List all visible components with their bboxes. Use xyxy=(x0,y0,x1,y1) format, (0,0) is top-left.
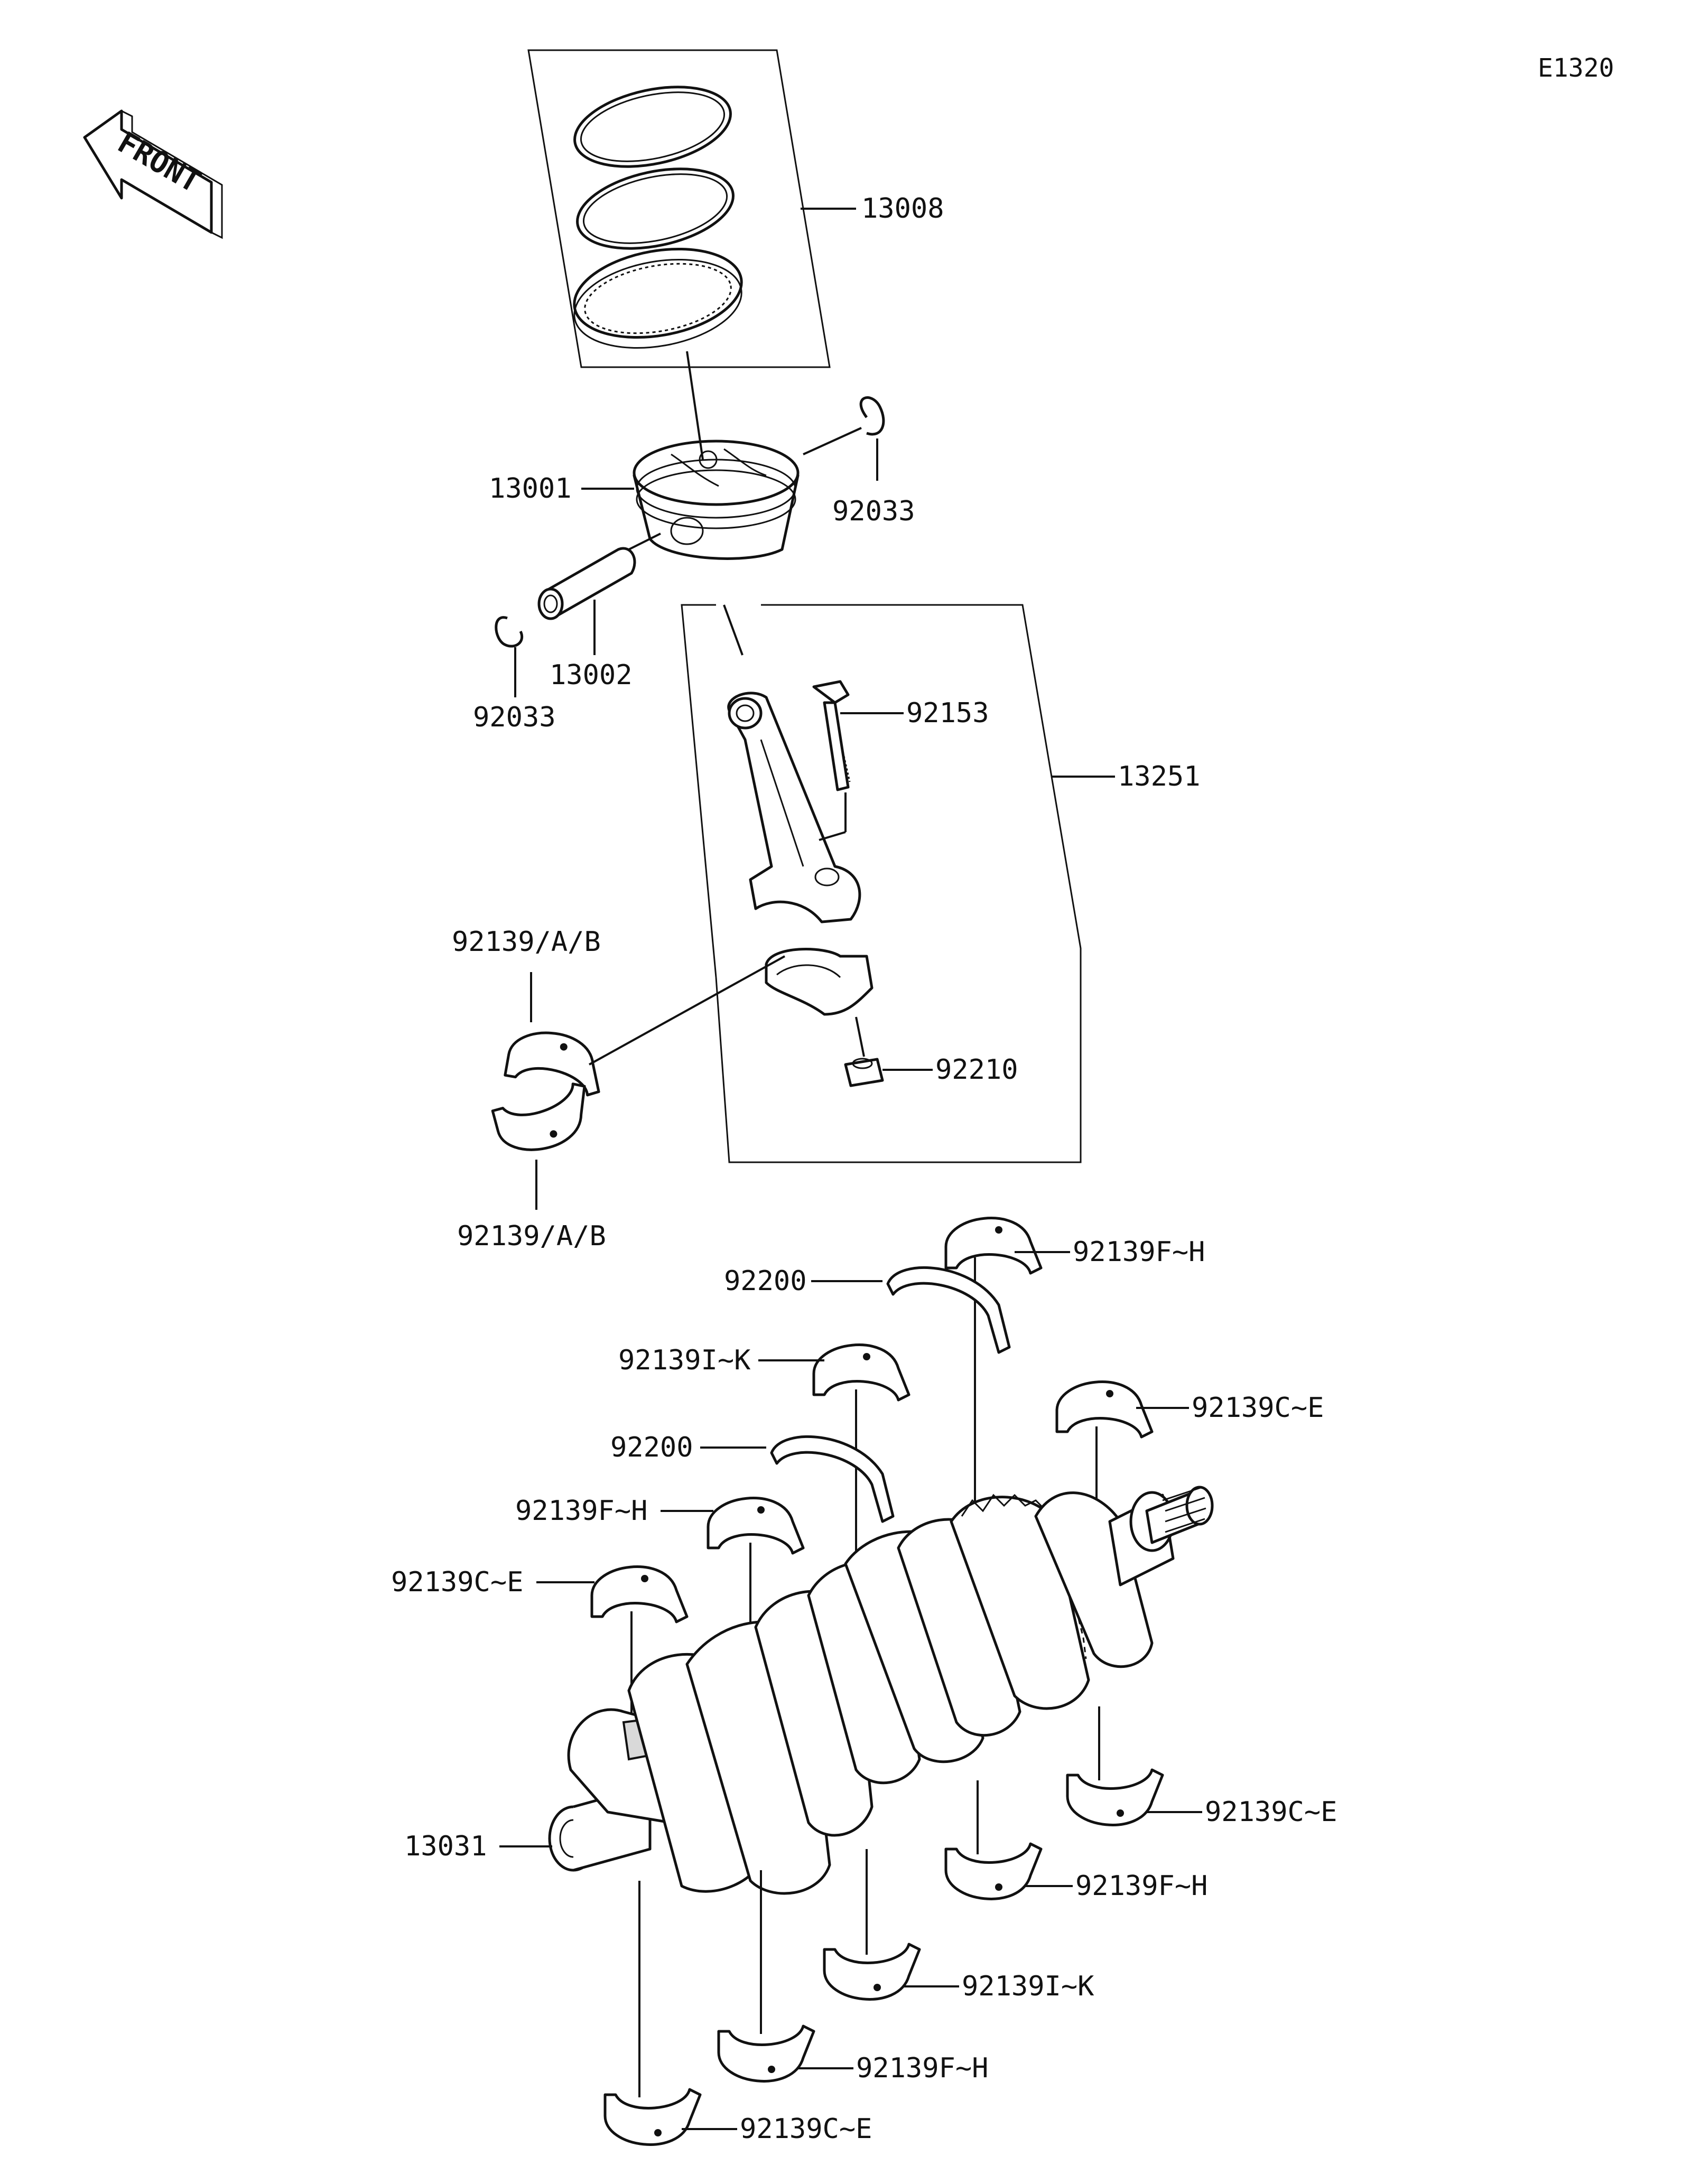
label-92139FH-right-bottom: 92139F~H xyxy=(1075,1870,1207,1902)
label-92139IK-bottom: 92139I~K xyxy=(962,1971,1094,2002)
label-92139AB-upper: 92139/A/B xyxy=(452,926,601,958)
conrod-bolt xyxy=(812,680,851,791)
piston-ring-oil xyxy=(573,247,743,349)
conrod-box xyxy=(715,604,1082,1163)
circlip-right xyxy=(859,396,885,436)
label-92139IK-top: 92139I~K xyxy=(618,1345,751,1376)
label-13002: 13002 xyxy=(550,659,633,691)
piston-ring-box xyxy=(527,49,831,368)
crankshaft xyxy=(548,1486,1214,1895)
main-bearing-ce-right-bottom xyxy=(1067,1770,1163,1825)
main-bearing-ik-bottom xyxy=(824,1944,919,1999)
label-13251: 13251 xyxy=(1118,761,1201,792)
label-92139FH-mid: 92139F~H xyxy=(515,1495,647,1527)
main-bearing-ce-left-top xyxy=(592,1567,687,1622)
label-13001: 13001 xyxy=(489,473,572,505)
connecting-rod xyxy=(727,692,861,923)
label-92139AB-lower: 92139/A/B xyxy=(457,1220,606,1252)
main-bearing-fh-right-bottom xyxy=(946,1844,1041,1899)
main-bearing-ce-right-top xyxy=(1057,1382,1152,1437)
label-92033-left: 92033 xyxy=(473,702,556,733)
main-bearing-fh-mid xyxy=(708,1498,803,1553)
label-92139FH-top: 92139F~H xyxy=(1073,1236,1205,1268)
circlip-left xyxy=(495,616,524,648)
main-bearing-fh-bottom xyxy=(719,2026,814,2081)
label-92210: 92210 xyxy=(935,1054,1018,1086)
thrust-washer-top xyxy=(888,1267,1009,1352)
label-92139CE-right-top: 92139C~E xyxy=(1192,1392,1324,1424)
conrod-nut xyxy=(844,1058,884,1087)
label-92139CE-right-bottom: 92139C~E xyxy=(1205,1796,1337,1828)
piston-pin xyxy=(537,547,636,620)
connecting-rod-cap xyxy=(765,947,874,1016)
front-arrow-icon: FRONT xyxy=(83,109,223,239)
piston xyxy=(633,440,800,560)
label-92139FH-bottom: 92139F~H xyxy=(856,2052,988,2084)
label-13031: 13031 xyxy=(404,1831,487,1862)
thrust-washer-mid xyxy=(772,1436,893,1522)
label-92200-top: 92200 xyxy=(724,1265,807,1297)
diagram-id: E1320 xyxy=(1538,53,1614,83)
label-13008: 13008 xyxy=(861,193,944,225)
label-92139CE-left-top: 92139C~E xyxy=(391,1566,523,1598)
conrod-bearing-upper xyxy=(504,1026,607,1097)
main-bearing-ik-top xyxy=(814,1345,909,1400)
label-92139CE-bottom: 92139C~E xyxy=(740,2113,872,2145)
label-92200-mid: 92200 xyxy=(610,1432,693,1463)
main-bearing-ce-bottom xyxy=(605,2089,700,2144)
label-92033-right: 92033 xyxy=(832,496,915,527)
main-bearing-fh-top xyxy=(946,1218,1041,1273)
label-92153: 92153 xyxy=(906,697,989,729)
piston-ring-top xyxy=(573,86,732,168)
conrod-bearing-lower xyxy=(491,1081,598,1159)
piston-ring-second xyxy=(576,167,735,250)
